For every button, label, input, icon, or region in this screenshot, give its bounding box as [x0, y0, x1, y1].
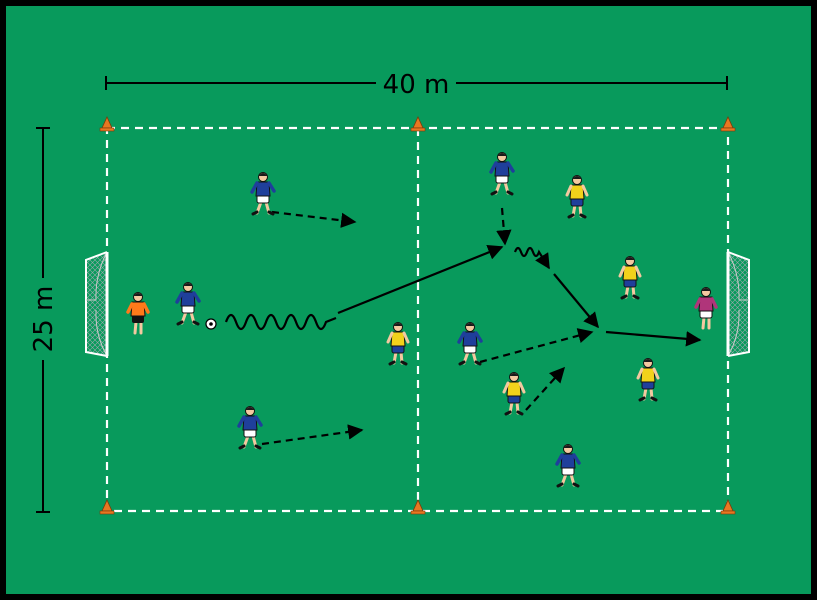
height-label: 25 m	[29, 286, 59, 353]
height-dimension: 25 m	[29, 127, 59, 513]
run-arrow	[271, 210, 357, 228]
left-goal	[85, 251, 109, 357]
pass-arrow	[605, 330, 702, 347]
width-dimension: 40 m	[105, 70, 728, 100]
run-arrow	[479, 328, 594, 364]
right-goal	[726, 251, 750, 357]
pass-arrow	[553, 273, 599, 329]
run-arrow	[496, 207, 512, 246]
pass-arrow	[337, 245, 504, 315]
dribble-path	[513, 246, 550, 270]
width-label: 40 m	[383, 70, 450, 100]
run-arrow	[261, 424, 364, 446]
dribble-path	[224, 313, 337, 331]
ball	[205, 318, 217, 330]
movement-arrows	[224, 207, 702, 446]
run-arrow	[525, 366, 566, 411]
